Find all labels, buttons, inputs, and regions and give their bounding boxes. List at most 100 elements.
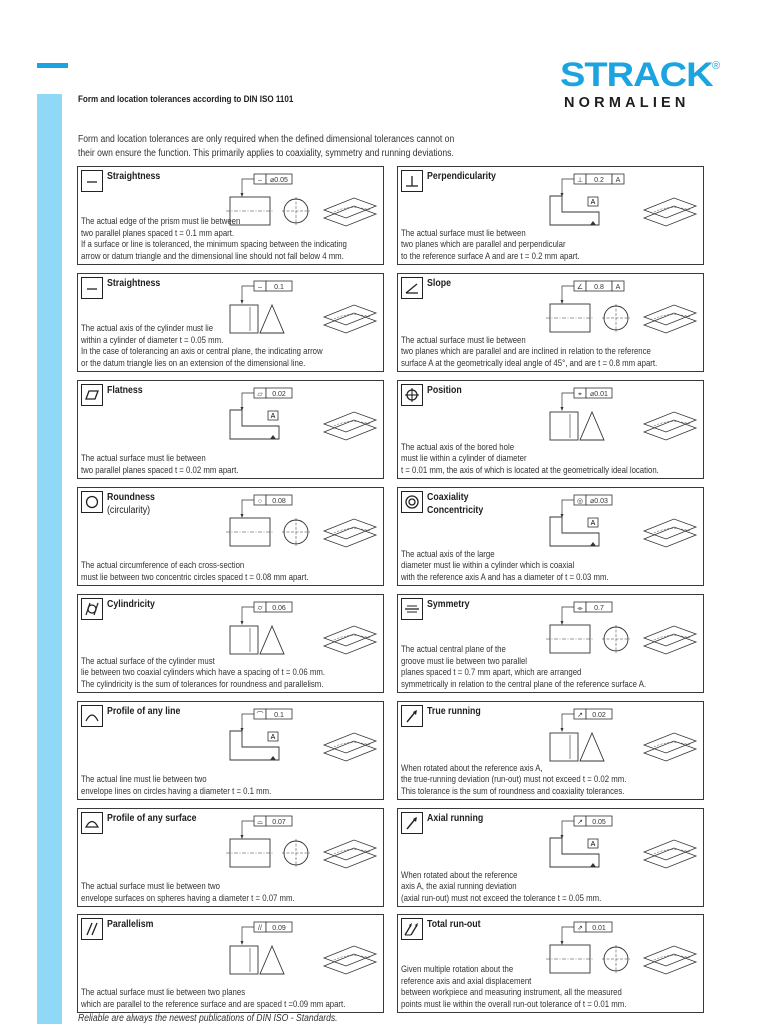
position-icon xyxy=(401,384,423,406)
card-title: Roundness(circularity) xyxy=(107,491,155,517)
description-line: with the reference axis A and has a diam… xyxy=(401,571,609,583)
card-title-text: Profile of any line xyxy=(107,706,181,717)
svg-text:A: A xyxy=(616,177,621,184)
card-title: Axial running xyxy=(427,812,483,825)
svg-text:▱: ▱ xyxy=(257,391,263,398)
svg-text:0.09: 0.09 xyxy=(272,925,286,932)
tolerance-diagram: ○0.08 xyxy=(224,491,379,557)
runout-icon xyxy=(401,812,423,834)
svg-text:⊥: ⊥ xyxy=(577,177,583,184)
description-line: The actual line must lie between two xyxy=(81,774,207,786)
top-accent-dash xyxy=(37,63,68,68)
svg-text:⌀0.01: ⌀0.01 xyxy=(590,391,608,398)
svg-text:0.06: 0.06 xyxy=(272,605,286,612)
side-accent-bar xyxy=(37,94,62,1024)
card-title-text: Coaxiality xyxy=(427,492,469,503)
card-title-text: Straightness xyxy=(107,278,161,289)
description-line: which are parallel to the reference surf… xyxy=(81,998,346,1010)
svg-text:0.05: 0.05 xyxy=(592,819,606,826)
svg-text:0.07: 0.07 xyxy=(272,819,286,826)
card-title-text: Slope xyxy=(427,278,451,289)
description-line: planes spaced t = 0.7 mm apart, which ar… xyxy=(401,667,582,679)
description-line: groove must lie between two parallel xyxy=(401,655,528,667)
description-line: lie between two coaxial cylinders which … xyxy=(81,667,326,679)
tolerance-diagram: ⇗0.01 xyxy=(544,918,699,984)
svg-text:↗: ↗ xyxy=(577,712,583,719)
description-line: axis A, the axial running deviation xyxy=(401,881,517,893)
card-title: Profile of any surface xyxy=(107,812,196,825)
description-line: The actual central plane of the xyxy=(401,644,506,656)
tolerance-card-profile-of-any-surface: Profile of any surface⌓0.07 The actual s… xyxy=(77,808,384,907)
profile-line-icon xyxy=(81,705,103,727)
tolerance-diagram: ⌖⌀0.01 xyxy=(544,384,699,450)
svg-text:0.02: 0.02 xyxy=(592,712,606,719)
description-line: two planes which are parallel and perpen… xyxy=(401,239,566,251)
description-line: Given multiple rotation about the xyxy=(401,964,514,976)
description-line: When rotated about the reference axis A, xyxy=(401,762,543,774)
description-line: surface A at the geometrically ideal ang… xyxy=(401,357,658,369)
tolerance-diagram: // 0.09 xyxy=(224,918,379,984)
svg-text:⌯: ⌯ xyxy=(577,605,583,612)
description-line: This tolerance is the sum of roundness a… xyxy=(401,785,625,797)
svg-text:A: A xyxy=(271,734,276,741)
description-line: or the datum triangle lies on an extensi… xyxy=(81,357,306,369)
tolerance-diagram: ⌯ 0.7 xyxy=(544,598,699,664)
intro-line: Form and location tolerances are only re… xyxy=(78,134,455,145)
card-title-text: Cylindricity xyxy=(107,599,155,610)
runout-icon xyxy=(401,705,423,727)
card-title-text: Roundness xyxy=(107,492,155,503)
description-line: two parallel planes spaced t = 0.02 mm a… xyxy=(81,464,239,476)
description-line: two parallel planes spaced t = 0.1 mm ap… xyxy=(81,227,235,239)
card-title-text: Total run-out xyxy=(427,919,481,930)
description-line: When rotated about the reference xyxy=(401,869,518,881)
perpendicularity-icon xyxy=(401,170,423,192)
description-line: within a cylinder of diameter t = 0.05 m… xyxy=(81,334,224,346)
card-title: Straightness xyxy=(107,277,160,290)
card-description: The actual circumference of each cross-s… xyxy=(81,560,309,583)
card-title-text: Position xyxy=(427,385,462,396)
card-title: Parallelism xyxy=(107,918,153,931)
svg-text://: // xyxy=(258,925,262,932)
svg-text:0.8: 0.8 xyxy=(594,284,604,291)
description-line: t = 0.01 mm, the axis of which is locate… xyxy=(401,464,659,476)
card-title-text: Flatness xyxy=(107,385,143,396)
svg-text:○: ○ xyxy=(258,498,262,505)
svg-text:–: – xyxy=(258,284,262,291)
svg-text:0.7: 0.7 xyxy=(594,605,604,612)
svg-text:0.1: 0.1 xyxy=(274,284,284,291)
description-line: The actual surface must lie between xyxy=(401,227,526,239)
card-title-text: True running xyxy=(427,706,481,717)
straightness-icon xyxy=(81,277,103,299)
logo-brand: STRACK xyxy=(560,56,714,94)
roundness-icon xyxy=(81,491,103,513)
card-title-text: Perpendicularity xyxy=(427,171,496,182)
tolerance-card-total-run-out: Total run-out ⇗0.01 Given multiple rotati… xyxy=(397,914,704,1013)
card-title: Slope xyxy=(427,277,451,290)
svg-text:⌭: ⌭ xyxy=(257,605,262,612)
description-line: If a surface or line is toleranced, the … xyxy=(81,239,347,251)
profile-surface-icon xyxy=(81,812,103,834)
svg-text:◎: ◎ xyxy=(577,498,583,505)
svg-text:0.2: 0.2 xyxy=(594,177,604,184)
tolerance-card-roundness: Roundness(circularity) ○0.08 The actual c… xyxy=(77,487,384,586)
intro-line: their own ensure the function. This prim… xyxy=(78,148,454,159)
card-description: The actual edge of the prism must lie be… xyxy=(81,216,347,262)
total-runout-icon xyxy=(401,918,423,940)
svg-text:∠: ∠ xyxy=(577,283,583,291)
description-line: In the case of tolerancing an axis or ce… xyxy=(81,346,323,358)
svg-text:0.01: 0.01 xyxy=(592,925,606,932)
description-line: envelope surfaces on spheres having a di… xyxy=(81,892,295,904)
description-line: The actual axis of the cylinder must lie xyxy=(81,323,214,335)
logo: STRACK ® NORMALIEN xyxy=(560,56,730,111)
